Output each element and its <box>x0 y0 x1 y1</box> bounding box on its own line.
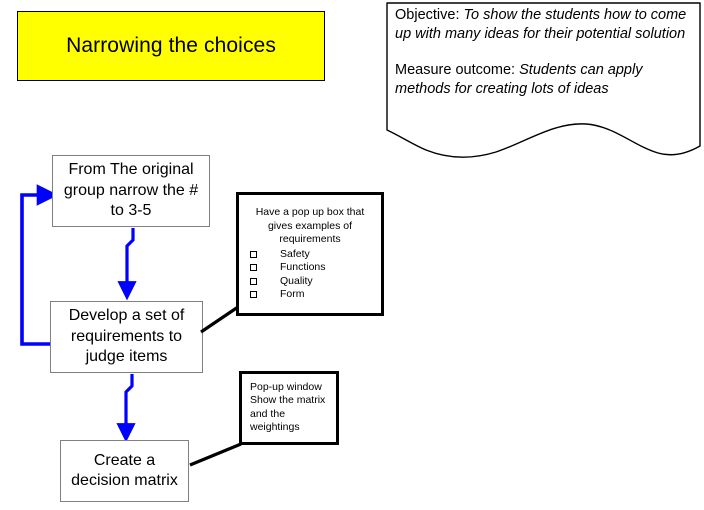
leader-line-requirements <box>200 305 239 334</box>
leader-line-matrix <box>189 442 242 467</box>
flow-step-requirements-label: Develop a set of requirements to judge i… <box>68 307 185 366</box>
callout-matrix-line: Pop-up window <box>250 381 322 393</box>
callout-matrix-line: Show the matrix <box>250 394 326 407</box>
flow-step-narrow[interactable]: From The original group narrow the # to … <box>52 155 210 227</box>
list-item[interactable]: Safety <box>245 248 375 262</box>
list-item[interactable]: Quality <box>245 275 375 289</box>
note-spacer <box>395 43 691 61</box>
measure-outcome-label: Measure outcome: <box>395 62 516 79</box>
callout-matrix-popup[interactable]: Pop-up window Show the matrix and the we… <box>239 371 339 445</box>
measure-paragraph: Measure outcome: Students can apply meth… <box>395 61 691 98</box>
objective-label: Objective: <box>395 7 460 23</box>
list-item[interactable]: Functions <box>245 261 375 275</box>
objective-note-body: Objective: To show the students how to c… <box>395 6 691 98</box>
checkbox-icon[interactable] <box>250 291 257 299</box>
requirements-checklist: Safety Functions Quality Form <box>245 248 375 302</box>
checkbox-icon[interactable] <box>250 264 257 272</box>
callout-requirements-heading: Have a pop up box that gives examples of… <box>255 206 365 245</box>
checklist-label: Safety <box>280 247 310 260</box>
checklist-label: Form <box>280 288 305 301</box>
checkbox-icon[interactable] <box>250 277 257 285</box>
objective-paragraph: Objective: To show the students how to c… <box>395 6 691 43</box>
torn-paper-shape-icon <box>386 2 701 158</box>
callout-requirements-examples[interactable]: Have a pop up box that gives examples of… <box>236 192 384 316</box>
measure-outcome-text: Students can apply methods for creating … <box>395 62 643 97</box>
checklist-label: Quality <box>280 274 313 287</box>
flow-step-requirements[interactable]: Develop a set of requirements to judge i… <box>50 301 203 373</box>
flow-step-narrow-label: From The original group narrow the # to … <box>63 161 199 220</box>
checkbox-icon[interactable] <box>250 250 257 258</box>
objective-text: To show the students how to come up with… <box>395 7 687 42</box>
checklist-label: Functions <box>280 261 326 274</box>
arrow-narrow-to-requirements <box>117 228 137 301</box>
callout-matrix-line: weightings <box>250 421 300 434</box>
list-item[interactable]: Form <box>245 288 375 302</box>
flow-step-matrix[interactable]: Create a decision matrix <box>60 440 189 502</box>
slide-title-banner: Narrowing the choices <box>17 11 325 81</box>
objective-note-card: Objective: To show the students how to c… <box>386 2 701 160</box>
callout-matrix-line: and the <box>250 407 286 420</box>
arrow-requirements-to-matrix <box>116 374 136 443</box>
page-title: Narrowing the choices <box>66 34 276 57</box>
flow-step-matrix-label: Create a decision matrix <box>71 451 178 490</box>
